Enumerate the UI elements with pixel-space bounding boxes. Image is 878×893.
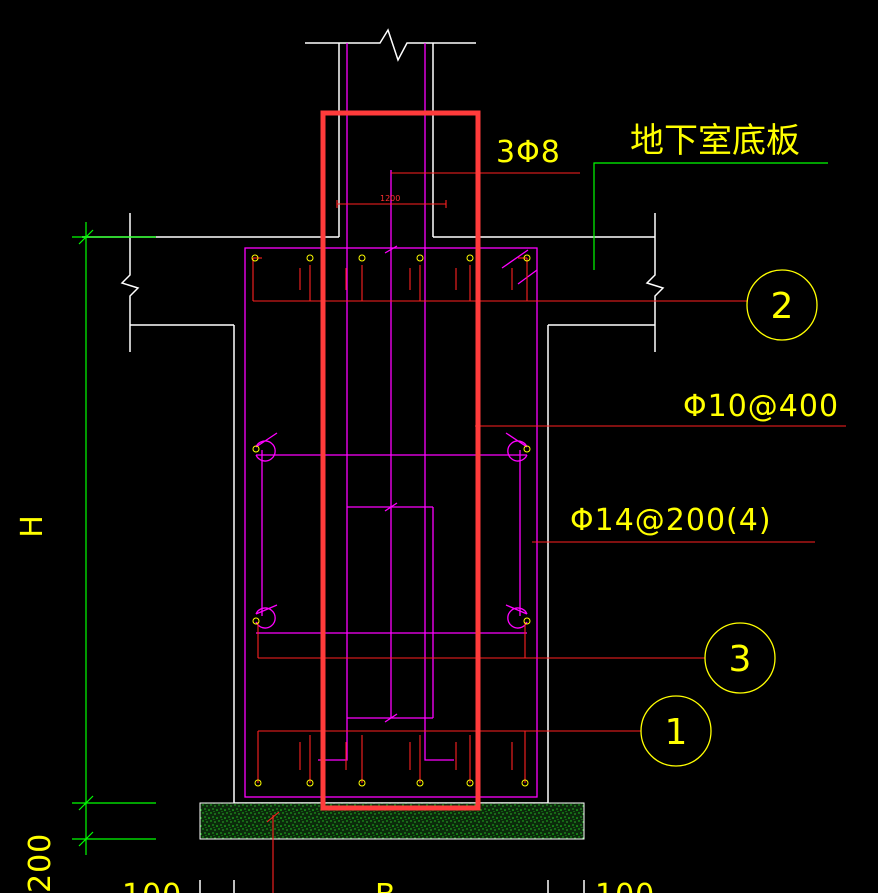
small-dimension: 1200: [380, 194, 400, 203]
vertical-bar-callout: Φ14@200(4): [570, 503, 772, 538]
bottom-left-dimension: 200: [23, 833, 58, 893]
marker-2: 2: [771, 286, 794, 327]
horizontal-bar-callout: Φ10@400: [683, 389, 839, 424]
leader-lines: [252, 172, 846, 893]
reinforcement: [244, 43, 538, 798]
marker-1: 1: [665, 712, 688, 753]
title-label: 地下室底板: [630, 121, 800, 161]
bottom-center-dimension: B: [375, 878, 397, 893]
bottom-right-dimension: 100: [595, 878, 655, 893]
stirrup-callout: 3Φ8: [496, 135, 561, 170]
wall-outline: [82, 28, 665, 893]
height-label: H: [15, 514, 50, 538]
title-leader: [593, 162, 828, 270]
callout-circles: [640, 269, 818, 767]
bar-dots: [251, 254, 531, 787]
marker-3: 3: [729, 639, 752, 680]
height-dimension: [72, 222, 156, 855]
bottom-mid-left-dimension: 100: [122, 878, 182, 893]
highlight-box: [320, 110, 481, 811]
